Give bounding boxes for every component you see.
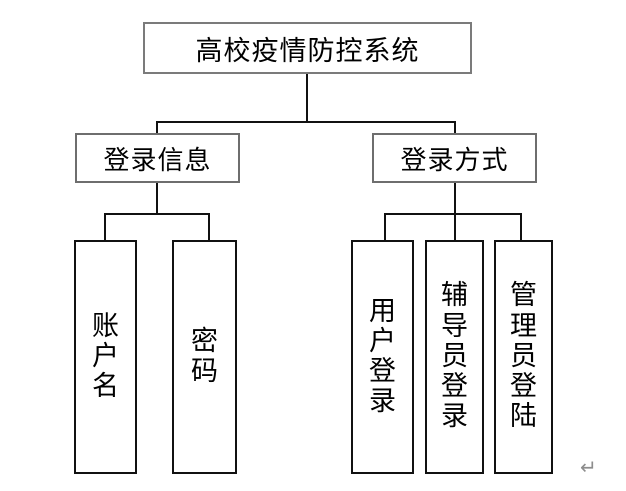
connector-login-method-stem (454, 183, 456, 214)
connector-login-method-bar (384, 213, 522, 215)
node-account-name-label: 账 户 名 (92, 310, 119, 403)
node-password[interactable]: 密 码 (172, 240, 237, 474)
node-login-info[interactable]: 登录信息 (75, 133, 240, 183)
connector-root-bar (156, 121, 456, 123)
connector-to-counselor-login (454, 213, 456, 241)
connector-login-info-bar (104, 213, 210, 215)
connector-to-login-method (454, 121, 456, 135)
node-user-login-label: 用 户 登 录 (369, 295, 396, 418)
connector-to-user-login (384, 213, 386, 241)
connector-to-password (208, 213, 210, 241)
node-password-label: 密 码 (191, 325, 218, 387)
node-login-method[interactable]: 登录方式 (372, 133, 537, 183)
connector-to-login-info (156, 121, 158, 135)
node-counselor-login-label: 辅 导 员 登 录 (441, 280, 468, 433)
node-admin-login-label: 管 理 员 登 陆 (510, 280, 537, 433)
connector-to-admin-login (520, 213, 522, 241)
connector-login-info-stem (156, 183, 158, 214)
node-user-login[interactable]: 用 户 登 录 (351, 240, 414, 474)
node-root[interactable]: 高校疫情防控系统 (143, 22, 472, 74)
connector-to-account-name (104, 213, 106, 241)
node-account-name[interactable]: 账 户 名 (74, 240, 137, 474)
node-counselor-login[interactable]: 辅 导 员 登 录 (425, 240, 484, 474)
node-admin-login[interactable]: 管 理 员 登 陆 (494, 240, 553, 474)
connector-root-stem (306, 74, 308, 122)
node-login-info-label: 登录信息 (103, 145, 212, 176)
return-arrow-icon: ↵ (580, 457, 597, 477)
node-root-label: 高校疫情防控系统 (195, 35, 420, 67)
node-login-method-label: 登录方式 (400, 145, 509, 176)
return-arrow-glyph: ↵ (580, 455, 597, 479)
